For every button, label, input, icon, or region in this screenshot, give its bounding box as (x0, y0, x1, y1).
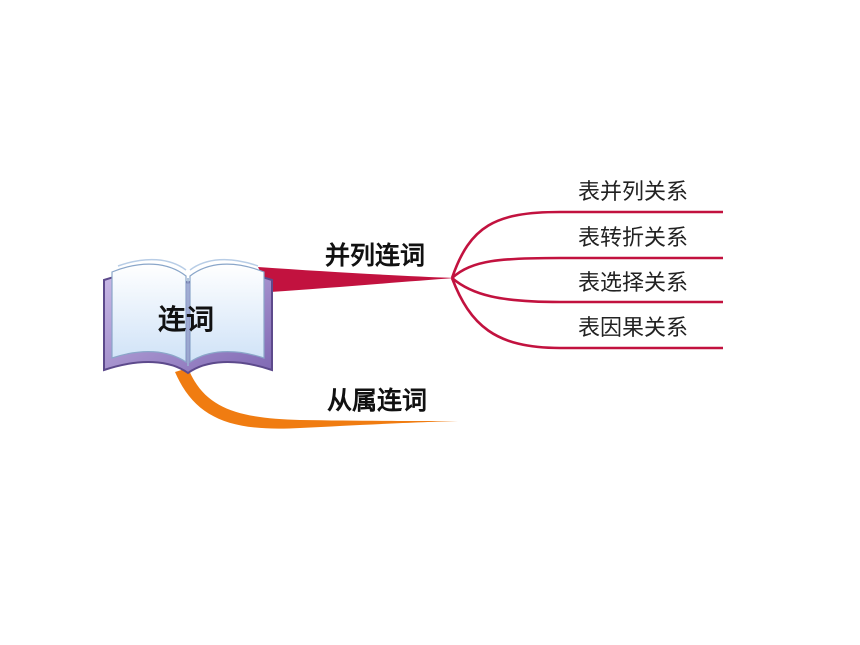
center-topic-label: 连词 (158, 303, 215, 336)
leaf-label-4: 表因果关系 (578, 316, 689, 341)
leaf-connector-4 (450, 277, 723, 350)
branch-label-subordinating: 从属连词 (327, 386, 428, 415)
leaf-connector-2 (451, 256, 723, 279)
branch-connector-coordinating (258, 267, 455, 292)
branch-label-coordinating: 并列连词 (325, 241, 426, 270)
leaf-label-1: 表并列关系 (578, 180, 689, 205)
open-book-icon (103, 258, 273, 375)
leaf-label-3: 表选择关系 (578, 271, 689, 296)
leaf-connectors (450, 210, 723, 350)
leaf-connector-3 (451, 277, 723, 304)
leaf-connector-1 (450, 210, 723, 279)
leaf-label-2: 表转折关系 (578, 226, 689, 251)
